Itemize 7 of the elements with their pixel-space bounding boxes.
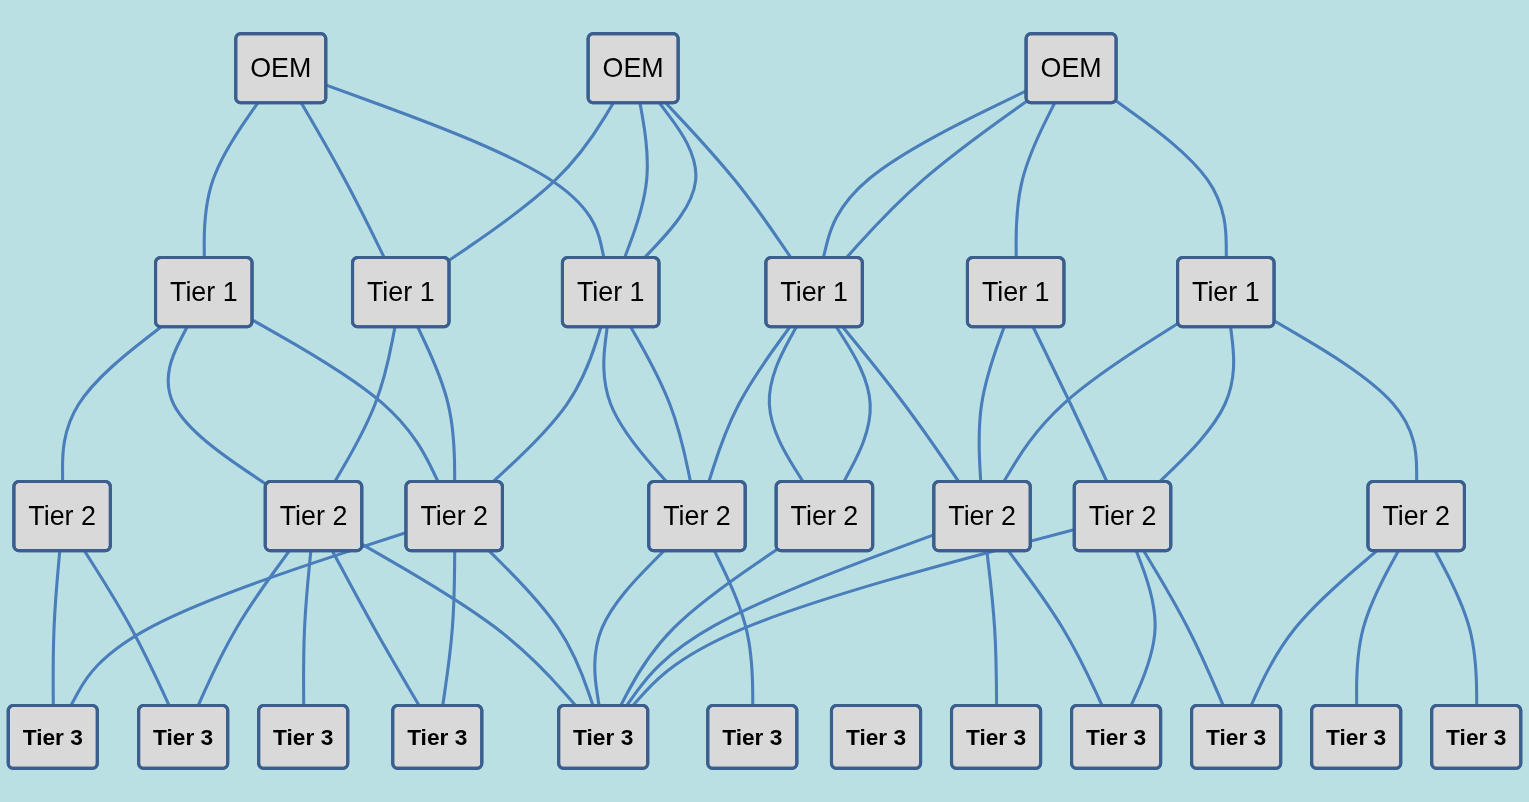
connector <box>51 551 62 706</box>
connector <box>1355 550 1400 706</box>
connector <box>1433 550 1479 706</box>
connector <box>166 326 268 486</box>
connector <box>447 102 615 262</box>
connector <box>302 551 313 706</box>
connector <box>713 550 755 706</box>
